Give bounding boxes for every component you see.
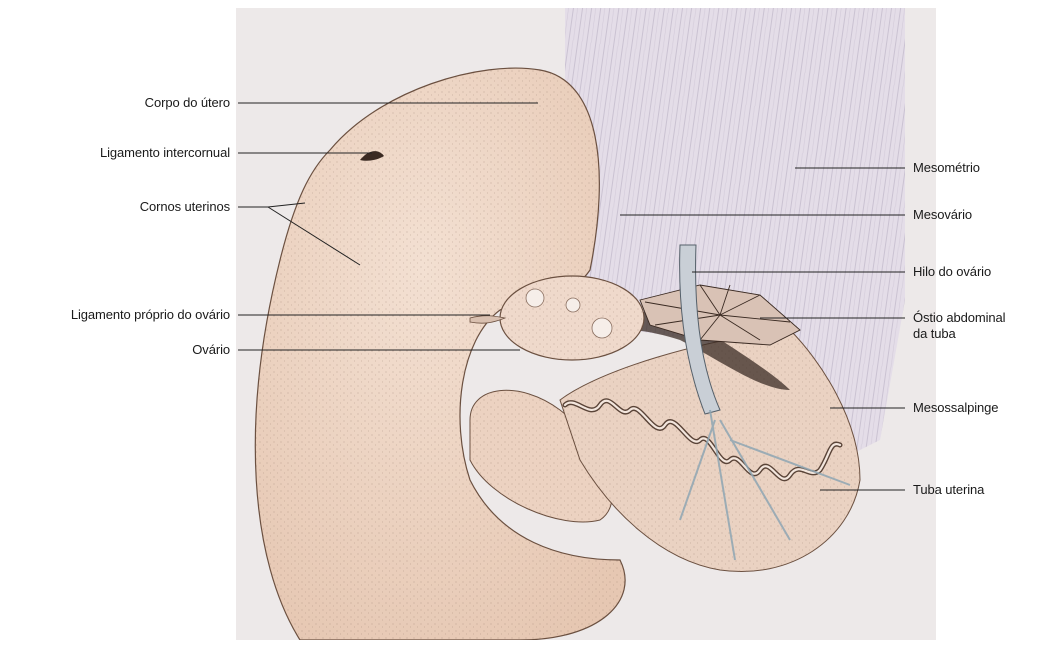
ovary-follicle bbox=[526, 289, 544, 307]
label-tuba-uterina: Tuba uterina bbox=[913, 482, 984, 497]
label-ostio-line2: da tuba bbox=[913, 326, 956, 341]
label-mesossalpinge: Mesossalpinge bbox=[913, 400, 998, 415]
label-ligamento-intercornual: Ligamento intercornual bbox=[100, 145, 230, 160]
label-mesovario: Mesovário bbox=[913, 207, 972, 222]
label-cornos-uterinos: Cornos uterinos bbox=[140, 199, 230, 214]
label-ostio-line1: Óstio abdominal bbox=[913, 310, 1005, 325]
label-hilo-ovario: Hilo do ovário bbox=[913, 264, 991, 279]
label-ligamento-proprio: Ligamento próprio do ovário bbox=[71, 307, 230, 322]
ovary-follicle bbox=[592, 318, 612, 338]
label-mesometrio: Mesométrio bbox=[913, 160, 980, 175]
label-ovario: Ovário bbox=[192, 342, 230, 357]
ovary-follicle bbox=[566, 298, 580, 312]
label-corpo-utero: Corpo do útero bbox=[145, 95, 230, 110]
